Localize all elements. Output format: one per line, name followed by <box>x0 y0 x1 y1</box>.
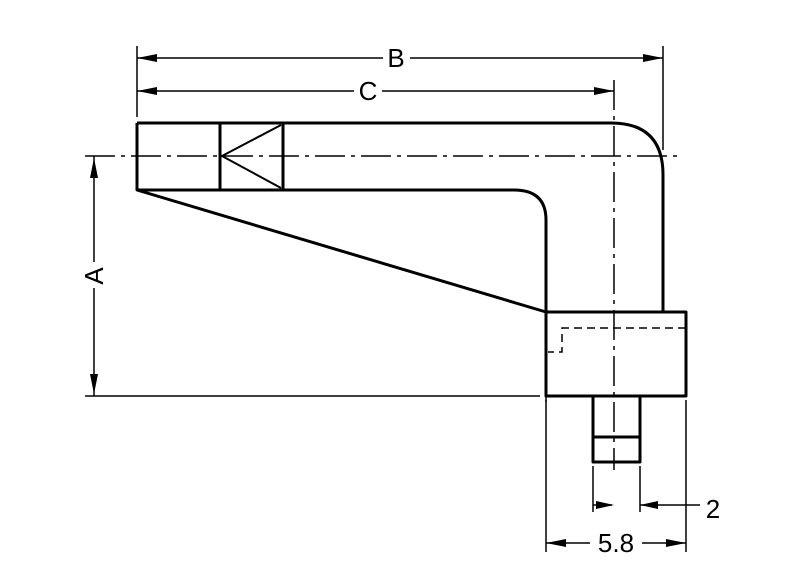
dim-58-label: 5.8 <box>598 528 634 558</box>
dim-c-label: C <box>359 76 378 106</box>
dim-c-arrow-right <box>594 87 614 95</box>
hidden-bore <box>548 327 686 353</box>
dim-58-arrow-left <box>546 539 566 547</box>
dim-a-arrow-bottom <box>90 374 98 394</box>
dim-b-label: B <box>387 43 404 73</box>
dim-a-arrow-top <box>90 158 98 178</box>
dim-b-arrow-right <box>643 54 663 62</box>
tip-chamfer-mark <box>219 124 282 189</box>
dim-a-label: A <box>79 267 109 285</box>
dim-b-arrow-left <box>137 54 157 62</box>
dim-2-arrow-left <box>596 501 614 509</box>
dim-2-arrow-right <box>640 501 658 509</box>
dim-58-arrow-right <box>666 539 686 547</box>
dim-c-arrow-left <box>137 87 157 95</box>
handle-outline <box>135 121 665 314</box>
pin-stem <box>591 396 642 464</box>
head-block <box>544 310 688 398</box>
dim-2-label: 2 <box>706 494 720 524</box>
